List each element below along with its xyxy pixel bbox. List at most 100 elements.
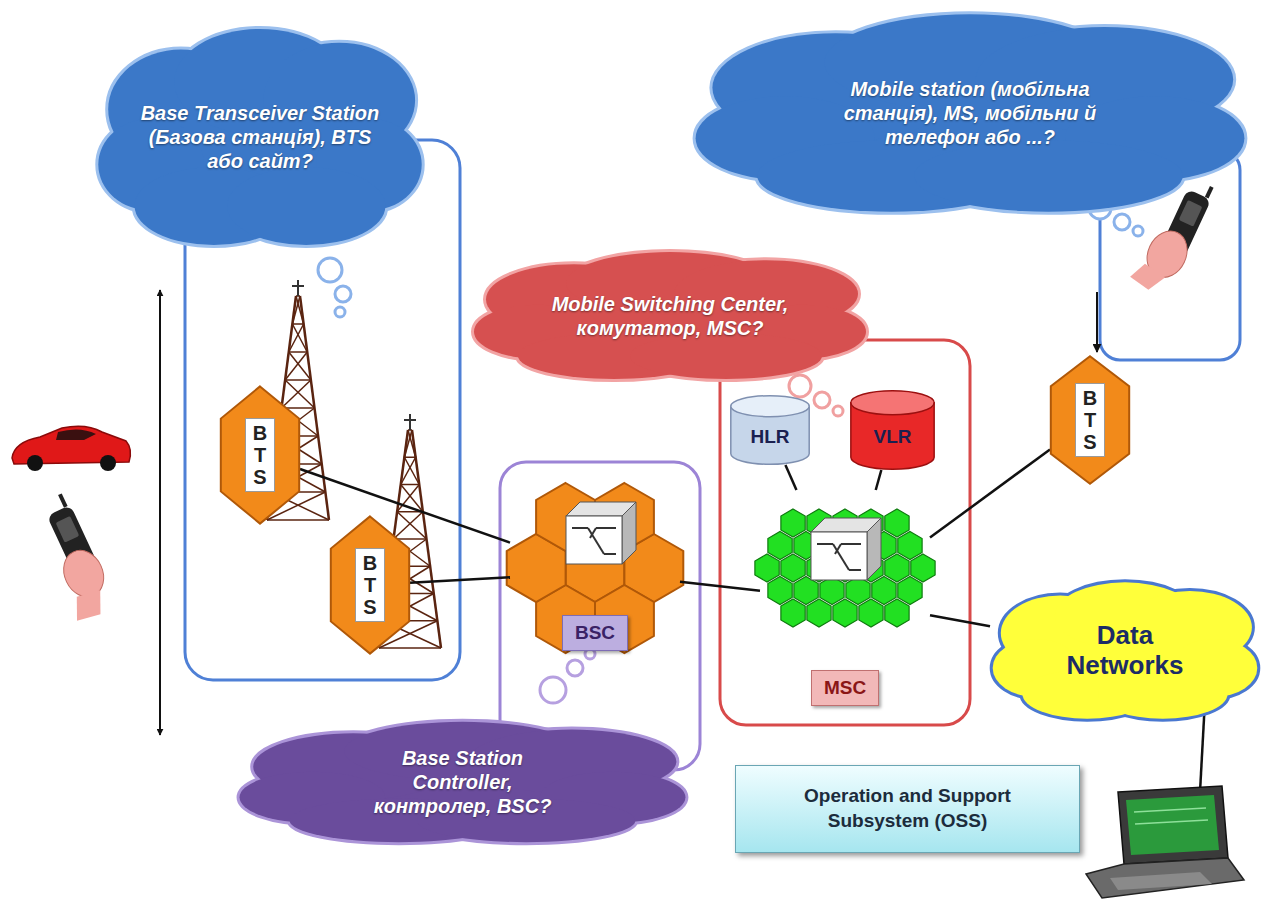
switch-symbol	[566, 502, 881, 580]
connector-line	[300, 469, 510, 543]
hex-outline	[331, 516, 409, 653]
callout-cloud: Base Transceiver Station (Базова станція…	[95, 22, 425, 252]
cell-cluster	[781, 509, 805, 537]
switch-symbol	[817, 543, 833, 545]
node-label: MSC	[811, 670, 879, 706]
antenna-tower	[401, 457, 416, 484]
cell-cluster	[872, 577, 896, 605]
switch-symbol	[588, 528, 604, 554]
switch-symbol	[811, 518, 881, 580]
cloud-outline	[630, 333, 822, 379]
cell-cluster	[859, 599, 883, 627]
connector-line	[930, 615, 990, 626]
thought-bubble	[318, 258, 342, 282]
antenna-tower	[292, 285, 304, 287]
laptop-icon	[1134, 808, 1206, 812]
mobile-phone-icon	[68, 587, 110, 625]
base-station-hexagon: BTS	[1050, 355, 1130, 485]
node-label: VLR	[874, 426, 912, 448]
antenna-tower	[408, 430, 416, 457]
connector-line	[876, 470, 882, 490]
cloud-outline	[240, 722, 686, 842]
cell-cluster	[885, 509, 909, 537]
antenna-tower	[404, 430, 412, 457]
cloud-outline	[227, 167, 385, 245]
cell-cluster	[755, 554, 779, 582]
laptop-icon	[1118, 786, 1228, 864]
car-icon	[56, 429, 96, 440]
cyl-outline	[731, 396, 809, 417]
mobile-phone-icon	[56, 544, 111, 604]
mobile-phone-icon	[60, 494, 66, 507]
thought-bubble	[335, 286, 351, 302]
antenna-tower	[379, 647, 441, 649]
mobile-phone-icon	[1179, 200, 1203, 227]
cell-cluster	[768, 577, 792, 605]
subsystem-box: Operation and Support Subsystem (OSS)	[735, 765, 1080, 853]
cyl-outline	[851, 391, 934, 415]
thought-bubble	[318, 197, 1143, 703]
antenna-tower	[404, 419, 416, 421]
node-label: Operation and Support Subsystem (OSS)	[758, 784, 1058, 833]
callout-cloud: Mobile station (мобільна станція), MS, м…	[690, 8, 1250, 218]
antenna-tower	[292, 324, 307, 352]
cell-cluster	[820, 577, 844, 605]
movement-arrow	[159, 290, 161, 735]
connector-line	[410, 577, 510, 583]
cell-cluster	[911, 554, 935, 582]
cloud-outline	[993, 582, 1258, 718]
thought-bubble	[335, 307, 345, 317]
thought-bubble	[1114, 214, 1130, 230]
mobile-phone-icon	[1207, 187, 1212, 198]
antenna-tower	[289, 351, 308, 353]
antenna-tower	[285, 380, 314, 408]
antenna-tower	[285, 352, 307, 380]
node-label: Base Station Controller, контролер, BSC?	[353, 746, 573, 818]
base-station-hexagon: BTS	[220, 385, 300, 525]
cell-cluster	[898, 577, 922, 605]
antenna-tower	[282, 380, 311, 408]
cell-cluster	[781, 599, 805, 627]
cloud-outline	[696, 14, 1245, 211]
car-icon	[12, 426, 130, 471]
laptop-icon	[1110, 872, 1212, 890]
cloud-outline	[98, 29, 421, 245]
cell-cluster	[846, 577, 870, 605]
thought-bubble	[833, 406, 843, 416]
cloud-outline	[696, 14, 1245, 211]
switching-center-block: MSC	[760, 490, 930, 710]
laptop-icon	[1086, 858, 1244, 898]
switch-symbol	[622, 502, 636, 564]
group-region	[720, 340, 970, 725]
node-label: BSC	[562, 615, 628, 651]
mobile-phone-icon	[56, 516, 80, 543]
database-cylinder: HLR	[730, 395, 810, 465]
cloud-outline	[630, 333, 822, 379]
laptop-icon	[1126, 795, 1219, 855]
cloud-outline	[227, 167, 385, 245]
thought-bubble	[1133, 226, 1143, 236]
antenna-tower	[289, 324, 304, 352]
thought-bubble	[540, 677, 566, 703]
cell-cluster	[885, 599, 909, 627]
switch-symbol	[841, 543, 861, 545]
switch-symbol	[849, 569, 861, 571]
cloud-outline	[98, 29, 421, 245]
antenna-tower	[297, 280, 299, 296]
antenna-tower	[397, 512, 426, 539]
group-region	[185, 140, 1240, 770]
cloud-outline	[914, 140, 1183, 211]
cell-cluster	[807, 599, 831, 627]
antenna-tower	[292, 323, 303, 325]
antenna-tower	[409, 414, 411, 430]
cell-cluster	[833, 599, 857, 627]
hex-outline	[1051, 356, 1129, 483]
switch-symbol	[867, 518, 881, 580]
controller-block: BSC	[510, 480, 680, 665]
group-region	[500, 462, 700, 770]
switch-symbol	[835, 544, 841, 554]
switch-symbol	[811, 532, 867, 580]
antenna-tower	[285, 379, 311, 381]
node-label: Mobile station (мобільна станція), MS, м…	[810, 77, 1130, 149]
